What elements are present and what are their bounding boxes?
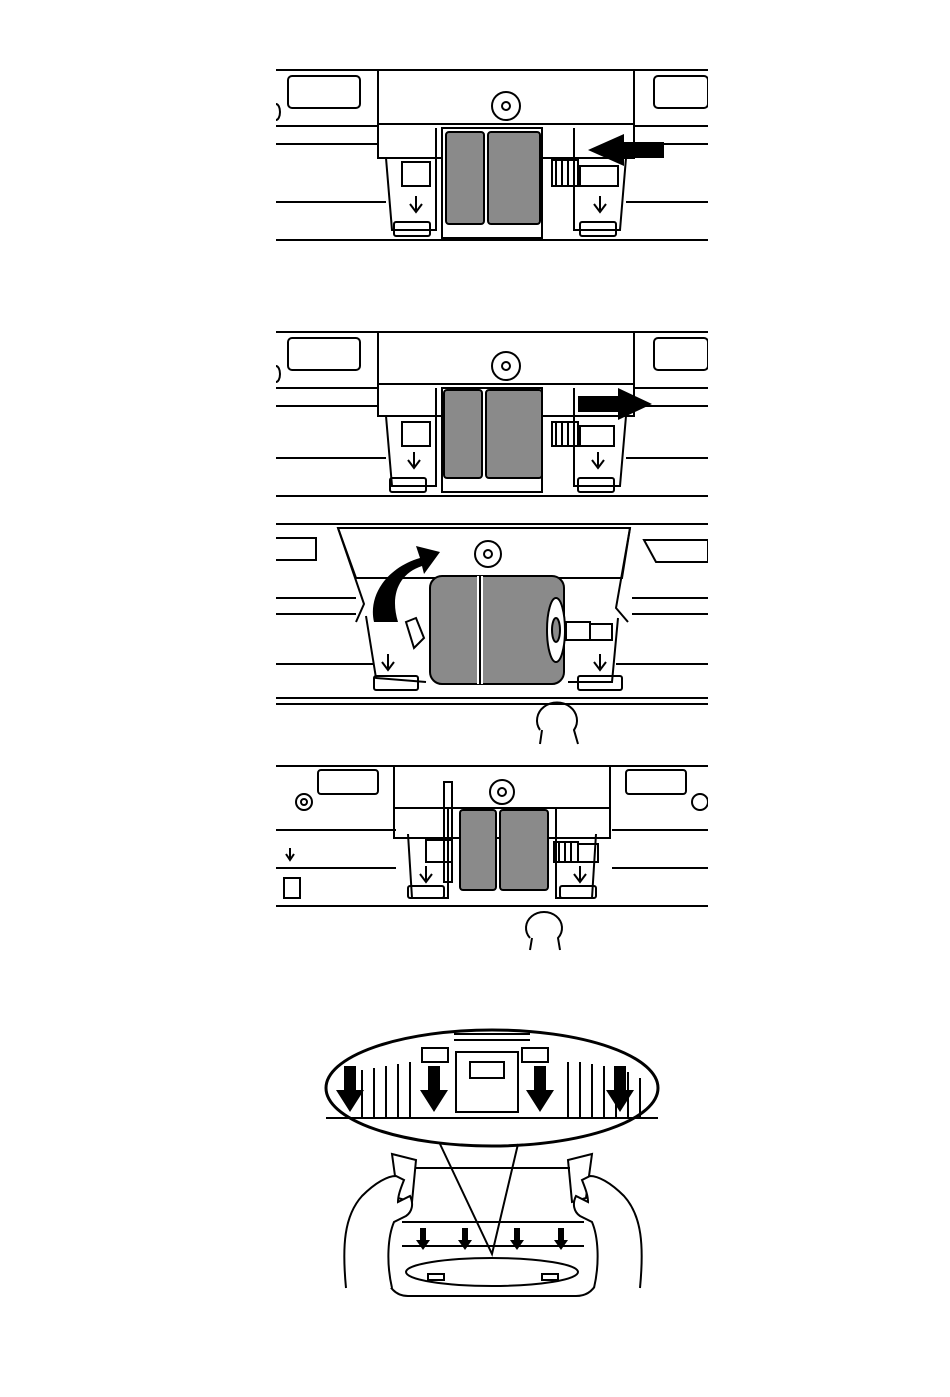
- press-down-arrow-icon-3: [526, 1066, 554, 1112]
- pickup-roller-left: [446, 132, 484, 224]
- lock-arrow-icon-right: [594, 196, 606, 212]
- pickup-roller-diagram-1: [276, 68, 708, 243]
- right-slot: [654, 76, 708, 108]
- lock-arrow-icon-right: [592, 452, 604, 468]
- figure-close-cover: [322, 1026, 664, 1298]
- figure-rotate-roller: [276, 518, 708, 750]
- knob-below: [526, 912, 562, 950]
- right-hand: [574, 1176, 642, 1288]
- magnified-detail: [326, 1030, 658, 1146]
- pickup-roller-left: [460, 810, 496, 890]
- pickup-roller-rotated: [430, 576, 564, 684]
- knob-below: [537, 703, 578, 744]
- right-holder: [580, 166, 618, 186]
- press-down-arrow-icon-2: [420, 1066, 448, 1112]
- pickup-roller-right: [488, 132, 540, 224]
- cover-screw: [490, 780, 514, 804]
- lock-arrow-icon-left: [382, 654, 394, 670]
- zoom-wedge: [440, 1144, 518, 1254]
- lock-arrow-icon-left: [420, 866, 432, 882]
- guide-ribs: [362, 1062, 640, 1118]
- cover-screw: [492, 92, 520, 120]
- figure-roller-installed: [276, 762, 708, 952]
- figure-push-shaft: [276, 68, 708, 243]
- pickup-roller-right: [486, 390, 542, 478]
- right-tab: [522, 1048, 548, 1062]
- cover-screw: [475, 541, 501, 567]
- press-down-arrow-icon-4: [606, 1066, 634, 1112]
- release-lever: [406, 618, 424, 648]
- left-slot: [288, 76, 360, 108]
- small-ellipse-indicator: [406, 1258, 578, 1286]
- lock-arrow-icon-left: [408, 452, 420, 468]
- close-cover-diagram: [322, 1026, 664, 1298]
- lock-arrow-icon-right: [574, 866, 586, 882]
- left-tab: [422, 1048, 448, 1062]
- left-hand: [344, 1176, 412, 1288]
- lock-arrow-icon-left: [410, 196, 422, 212]
- figure-slide-shaft: [276, 330, 708, 498]
- pickup-roller-diagram-4: [276, 762, 708, 952]
- press-down-arrow-icon-1: [336, 1066, 364, 1112]
- pickup-roller-left: [444, 390, 482, 478]
- pickup-roller-right: [500, 810, 548, 890]
- cover-screw: [492, 352, 520, 380]
- pickup-roller-diagram-2: [276, 330, 708, 498]
- shaft-gear: [566, 622, 590, 640]
- left-holder: [402, 162, 430, 186]
- pickup-roller-diagram-3: [276, 518, 708, 750]
- lock-arrow-icon-right: [594, 654, 606, 670]
